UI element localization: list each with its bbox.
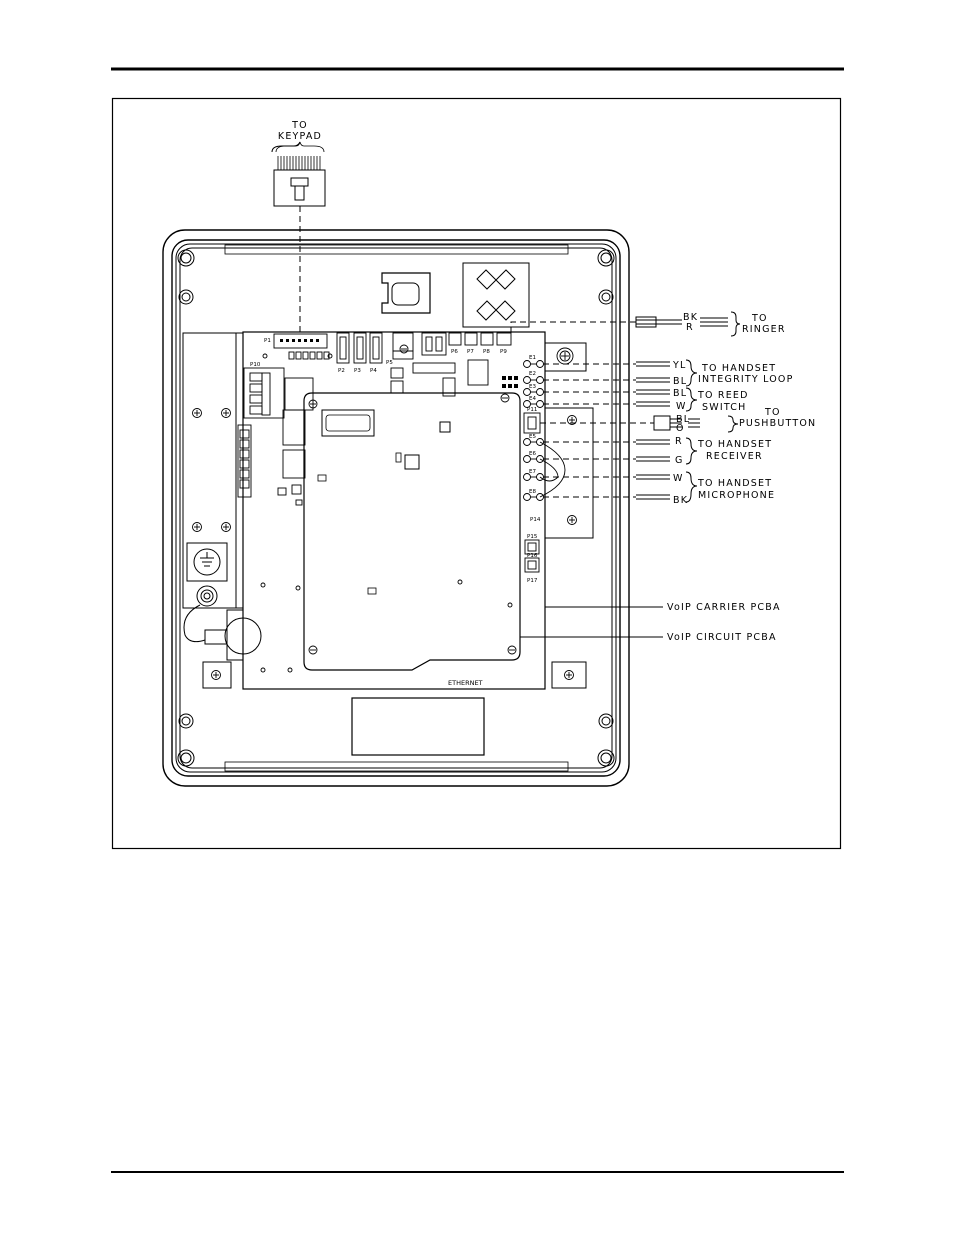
reed-line2: SWITCH bbox=[702, 402, 746, 413]
mounting-screws bbox=[192, 344, 577, 680]
e-terminals bbox=[523, 360, 566, 501]
receiver-line2: RECEIVER bbox=[706, 451, 763, 462]
label-e8: E8 bbox=[529, 489, 536, 495]
keypad-connector bbox=[273, 141, 326, 207]
pushbutton-wire2: O bbox=[676, 423, 685, 434]
wire-ends bbox=[635, 316, 728, 500]
label-p7: P7 bbox=[467, 349, 474, 355]
carrier-pcba bbox=[242, 331, 587, 690]
label-p2: P2 bbox=[338, 368, 345, 374]
microphone-line2: MICROPHONE bbox=[698, 490, 775, 501]
figure-frame bbox=[111, 97, 842, 850]
label-p4: P4 bbox=[370, 368, 377, 374]
label-p6: P6 bbox=[451, 349, 458, 355]
keypad-to-label: TO bbox=[291, 120, 308, 131]
integrity-wire1: YL bbox=[672, 360, 687, 371]
label-p8: P8 bbox=[483, 349, 490, 355]
integrity-line2: INTEGRITY LOOP bbox=[698, 374, 794, 385]
label-p9: P9 bbox=[500, 349, 507, 355]
label-e5: E5 bbox=[529, 434, 536, 440]
keypad-label: KEYPAD bbox=[278, 131, 322, 142]
label-p14: P14 bbox=[530, 517, 541, 523]
wiring-runs bbox=[510, 321, 654, 498]
circuit-pcba bbox=[303, 392, 521, 671]
label-e2: E2 bbox=[529, 371, 536, 377]
label-p11: P11 bbox=[527, 407, 537, 413]
ringer-wire2: R bbox=[686, 322, 694, 333]
label-p10: P10 bbox=[250, 362, 261, 368]
label-e6: E6 bbox=[529, 451, 536, 457]
reed-line1: TO REED bbox=[697, 390, 749, 401]
label-braces bbox=[271, 141, 741, 503]
label-p1: P1 bbox=[264, 338, 271, 344]
ethernet-label: ETHERNET bbox=[448, 679, 483, 687]
microphone-line1: TO HANDSET bbox=[697, 478, 772, 489]
board-components bbox=[237, 332, 541, 673]
label-p15: P15 bbox=[527, 534, 538, 540]
label-e7: E7 bbox=[529, 469, 536, 475]
receiver-line1: TO HANDSET bbox=[697, 439, 772, 450]
pcba-pointers bbox=[520, 606, 663, 638]
receiver-wire2: G bbox=[675, 455, 684, 466]
carrier-pcba-label: VoIP CARRIER PCBA bbox=[667, 602, 781, 613]
label-e4: E4 bbox=[529, 396, 536, 402]
receiver-wire1: R bbox=[675, 436, 683, 447]
integrity-wire2: BL bbox=[673, 376, 687, 387]
ringer-wire1: BK bbox=[683, 312, 698, 323]
microphone-wire2: BK bbox=[673, 495, 688, 506]
pushbutton-wire1: BL bbox=[676, 414, 690, 425]
enclosure bbox=[162, 229, 630, 787]
integrity-line1: TO HANDSET bbox=[701, 363, 776, 374]
ringer-label: RINGER bbox=[742, 324, 786, 335]
pushbutton-label: PUSHBUTTON bbox=[739, 418, 816, 429]
reed-wire1: BL bbox=[673, 388, 687, 399]
reed-wire2: W bbox=[676, 401, 687, 412]
ringer-to: TO bbox=[751, 313, 768, 324]
circuit-pcba-label: VoIP CIRCUIT PCBA bbox=[667, 632, 777, 643]
label-p17: P17 bbox=[527, 578, 538, 584]
label-p5: P5 bbox=[386, 360, 393, 366]
label-p3: P3 bbox=[354, 368, 361, 374]
label-e3: E3 bbox=[529, 384, 536, 390]
pushbutton-to: TO bbox=[764, 407, 781, 418]
microphone-wire1: W bbox=[673, 473, 684, 484]
label-p16: P16 bbox=[527, 553, 538, 559]
label-e1: E1 bbox=[529, 355, 536, 361]
